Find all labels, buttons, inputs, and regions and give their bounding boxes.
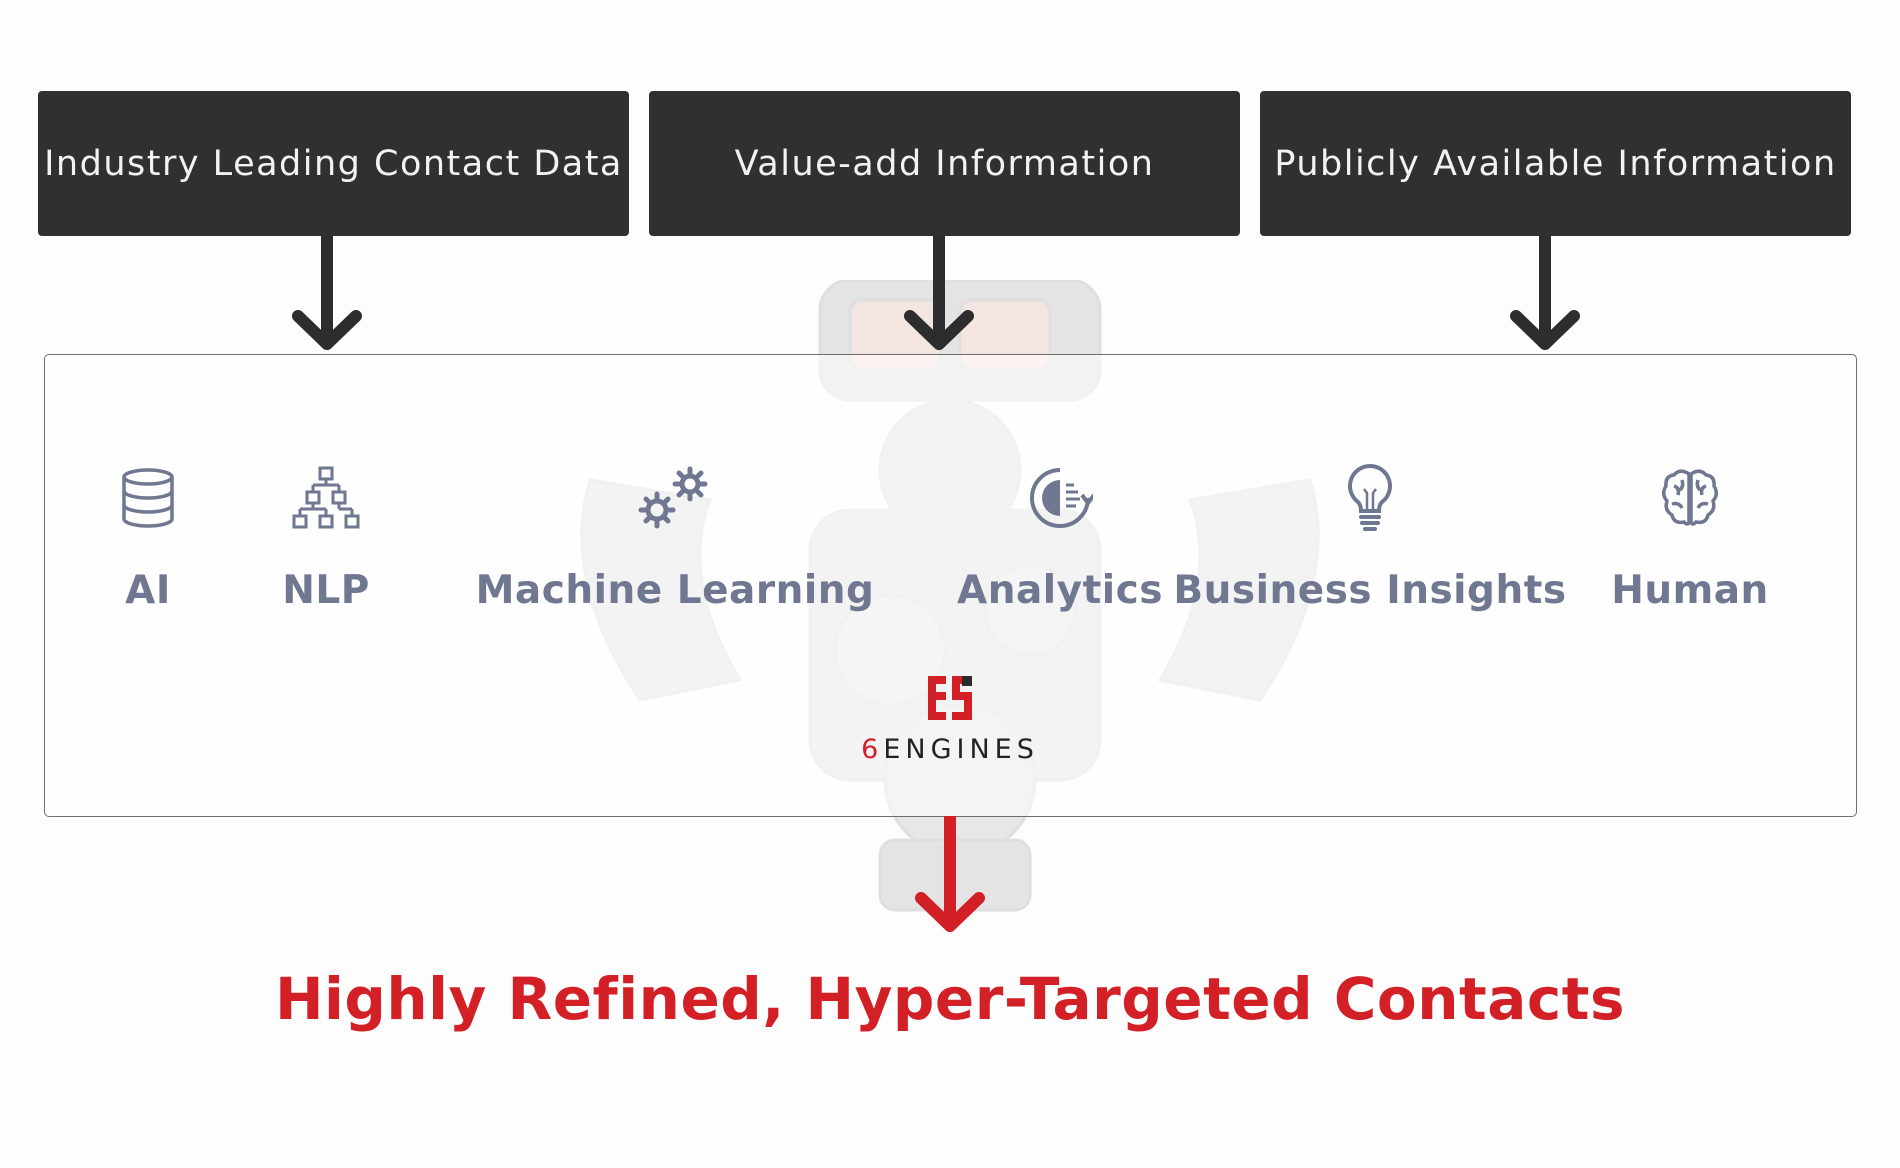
source-label: Industry Leading Contact Data xyxy=(44,143,623,184)
brand-mark-icon xyxy=(928,676,972,720)
tech-machine-learning: Machine Learning xyxy=(476,458,874,613)
tech-label: AI xyxy=(125,568,171,613)
source-label: Value-add Information xyxy=(734,143,1155,184)
tech-label: NLP xyxy=(282,568,370,613)
tech-ai: AI xyxy=(108,458,188,613)
tech-label: Business Insights xyxy=(1173,568,1567,613)
down-arrow-icon xyxy=(904,236,974,350)
hierarchy-icon xyxy=(286,458,366,538)
output-arrow-icon xyxy=(915,816,985,932)
database-icon xyxy=(108,458,188,538)
tech-nlp: NLP xyxy=(256,458,396,613)
result-title: Highly Refined, Hyper-Targeted Contacts xyxy=(274,965,1626,1033)
source-contact-data: Industry Leading Contact Data xyxy=(38,91,629,236)
source-value-add: Value-add Information xyxy=(649,91,1240,236)
down-arrow-icon xyxy=(292,236,362,350)
brand-name: ENGINES xyxy=(883,734,1039,765)
tech-analytics: Analytics xyxy=(910,458,1210,613)
source-label: Publicly Available Information xyxy=(1274,143,1837,184)
tech-business-insights: Business Insights xyxy=(1170,458,1570,613)
tech-label: Analytics xyxy=(957,568,1163,613)
source-public-info: Publicly Available Information xyxy=(1260,91,1851,236)
down-arrow-icon xyxy=(1510,236,1580,350)
tech-label: Human xyxy=(1611,568,1769,613)
gears-icon xyxy=(635,458,715,538)
brand-logo: 6ENGINES xyxy=(850,672,1050,772)
lightbulb-icon xyxy=(1330,458,1410,538)
brand-wordmark: 6ENGINES xyxy=(861,734,1039,765)
analytics-icon xyxy=(1020,458,1100,538)
tech-human: Human xyxy=(1600,458,1780,613)
tech-label: Machine Learning xyxy=(475,568,875,613)
brand-six-icon: 6 xyxy=(861,734,884,765)
brain-icon xyxy=(1650,458,1730,538)
